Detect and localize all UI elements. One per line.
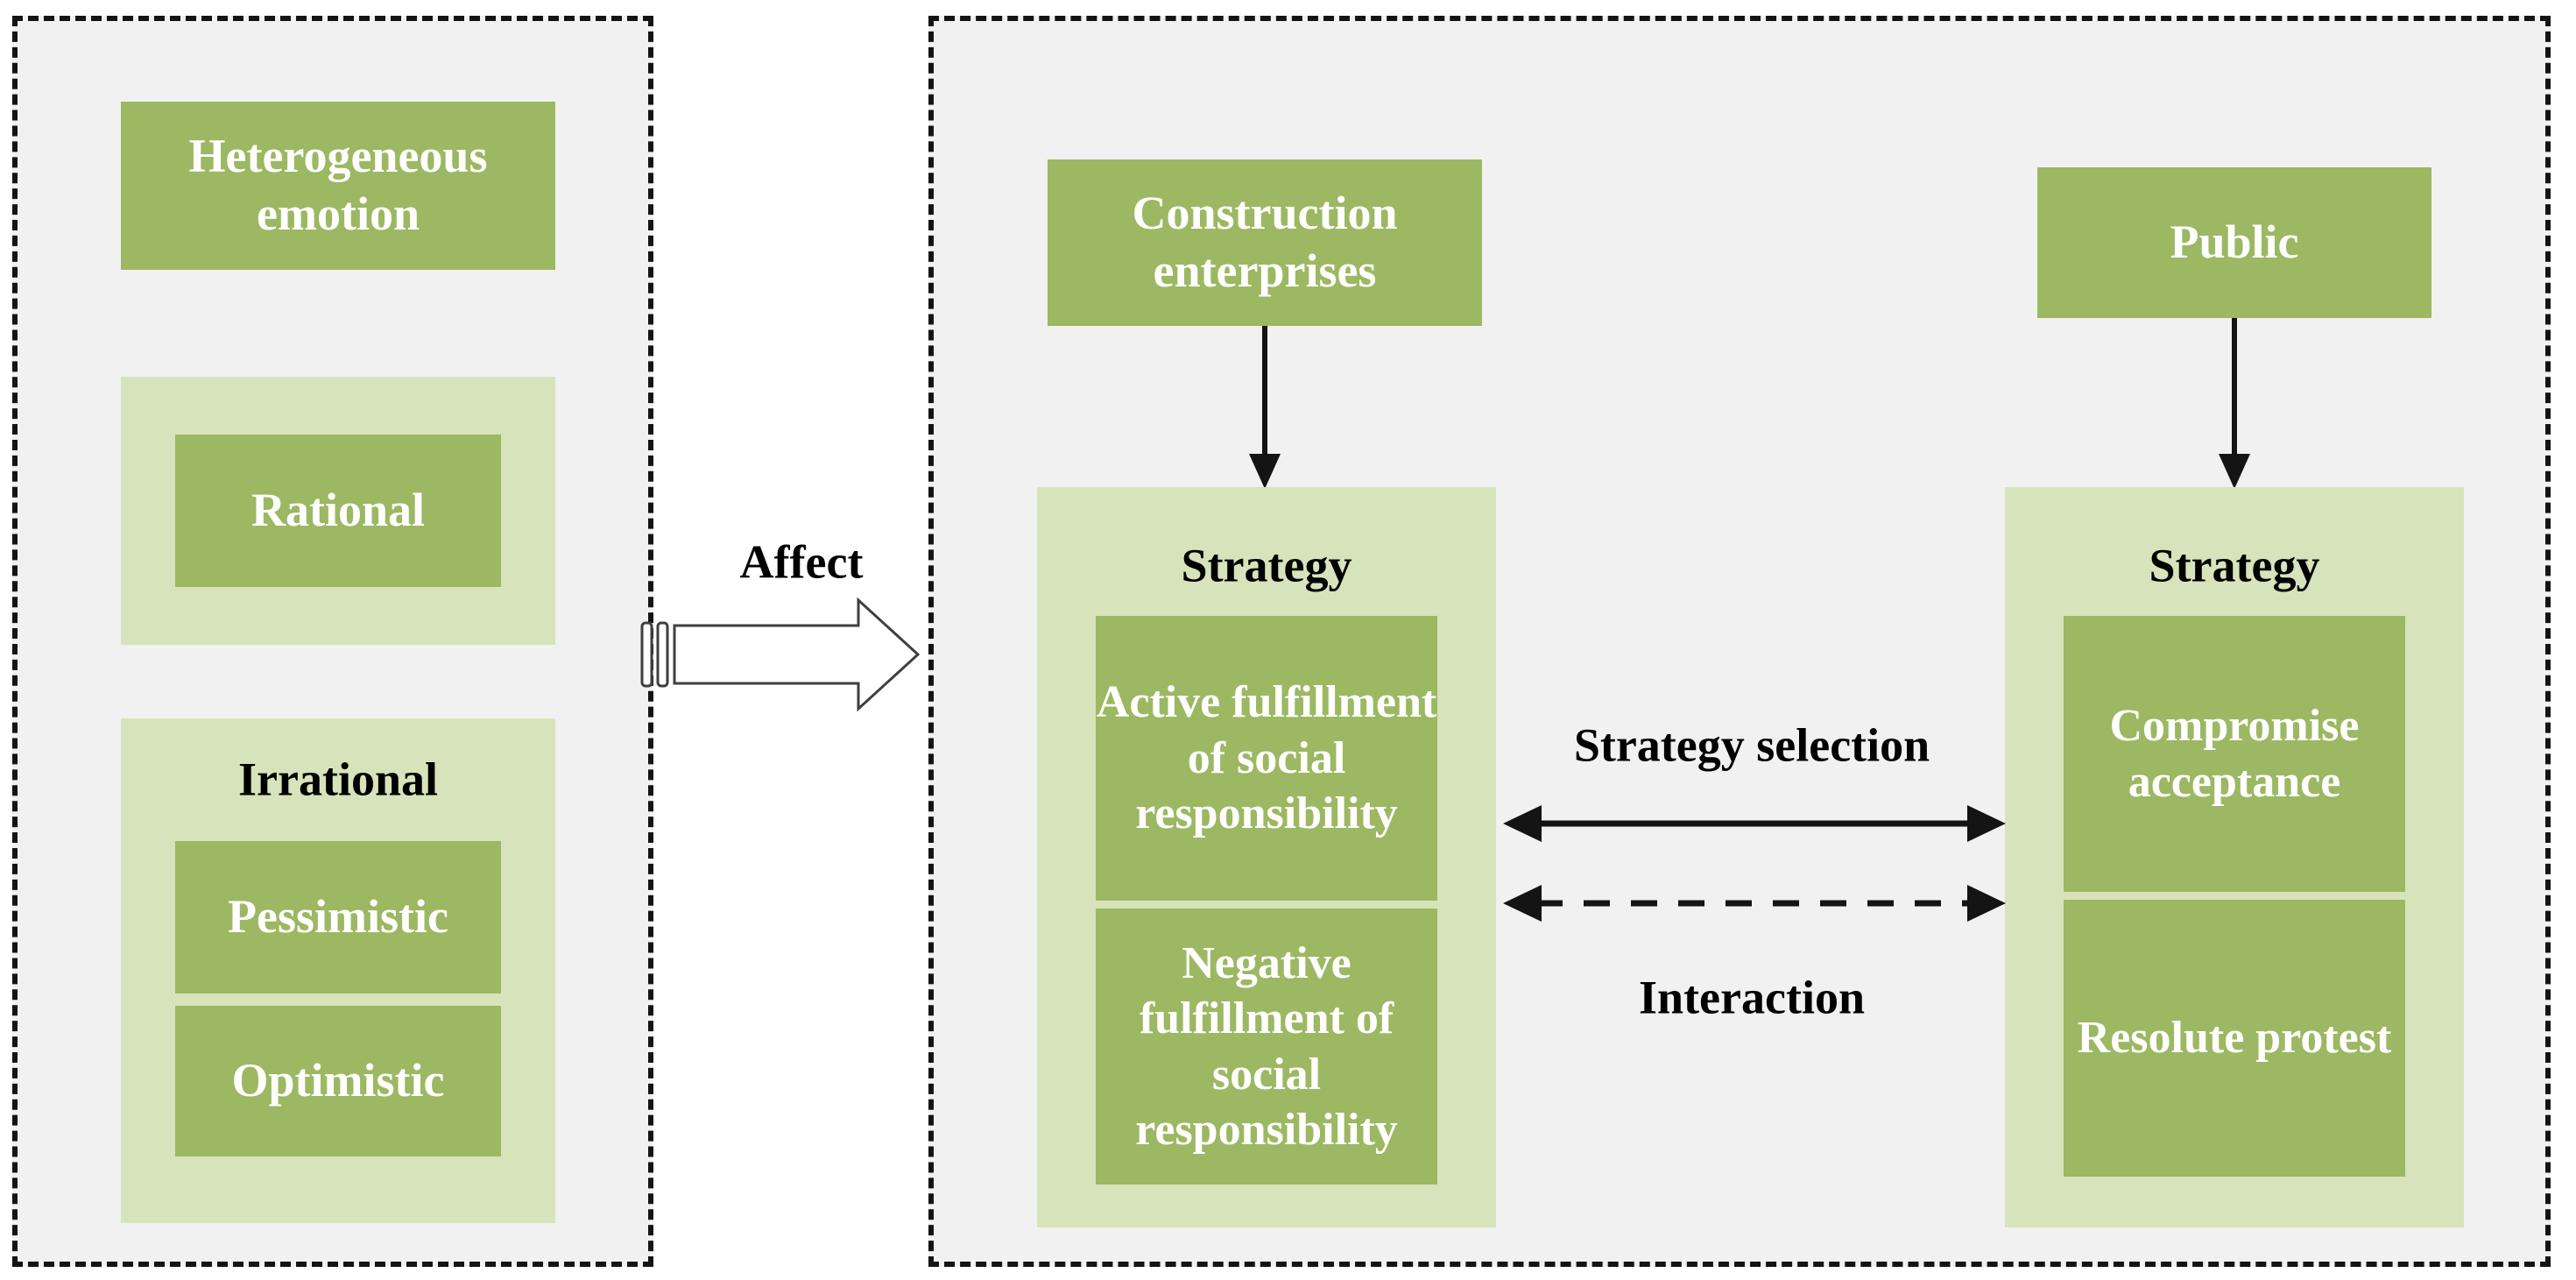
strategy-label-public: Strategy xyxy=(2149,539,2320,592)
construction-enterprises-label: Construction enterprises xyxy=(1132,187,1398,297)
interaction-dashed-double-arrow-icon xyxy=(1503,885,2006,922)
box-public: Public xyxy=(2037,167,2431,318)
box-optimistic: Optimistic xyxy=(175,1006,501,1156)
game-panel: Construction enterprises Public Strategy… xyxy=(928,16,2551,1267)
irrational-group: Irrational Pessimistic Optimistic xyxy=(121,718,555,1223)
arrow-down-construction-icon xyxy=(1249,326,1281,489)
public-label: Public xyxy=(2170,216,2299,269)
negative-fulfillment-label: Negative fulfillment of social responsib… xyxy=(1135,937,1398,1155)
strategy-group-enterprises: Strategy Active fulfillment of social re… xyxy=(1037,487,1496,1227)
interaction-label: Interaction xyxy=(1639,971,1865,1024)
rational-label: Rational xyxy=(251,484,426,537)
strategy-label-enterprises: Strategy xyxy=(1181,539,1352,592)
box-pessimistic: Pessimistic xyxy=(175,841,501,994)
box-resolute-protest: Resolute protest xyxy=(2064,900,2405,1177)
strategy-group-public: Strategy Compromise acceptance Resolute … xyxy=(2005,487,2464,1227)
heterogeneous-emotion-label: Heterogeneous emotion xyxy=(188,130,488,240)
compromise-acceptance-label: Compromise acceptance xyxy=(2109,701,2360,807)
box-compromise-acceptance: Compromise acceptance xyxy=(2064,616,2405,892)
pessimistic-label: Pessimistic xyxy=(228,890,448,944)
striped-right-arrow-icon xyxy=(640,597,921,712)
strategy-selection-double-arrow-icon xyxy=(1503,805,2006,842)
irrational-label: Irrational xyxy=(238,753,438,806)
resolute-protest-label: Resolute protest xyxy=(2077,1013,2392,1064)
strategy-selection-label: Strategy selection xyxy=(1573,718,1930,772)
box-negative-fulfillment: Negative fulfillment of social responsib… xyxy=(1096,909,1437,1185)
optimistic-label: Optimistic xyxy=(231,1054,445,1107)
active-fulfillment-label: Active fulfillment of social responsibil… xyxy=(1096,677,1437,839)
box-heterogeneous-emotion: Heterogeneous emotion xyxy=(121,102,555,270)
emotion-panel: Heterogeneous emotion Rational Irrationa… xyxy=(12,16,653,1267)
arrow-down-public-icon xyxy=(2219,318,2250,489)
box-construction-enterprises: Construction enterprises xyxy=(1048,159,1482,326)
box-active-fulfillment: Active fulfillment of social responsibil… xyxy=(1096,616,1437,901)
affect-label: Affect xyxy=(739,535,864,589)
box-rational: Rational xyxy=(175,435,501,587)
rational-group: Rational xyxy=(121,377,555,645)
